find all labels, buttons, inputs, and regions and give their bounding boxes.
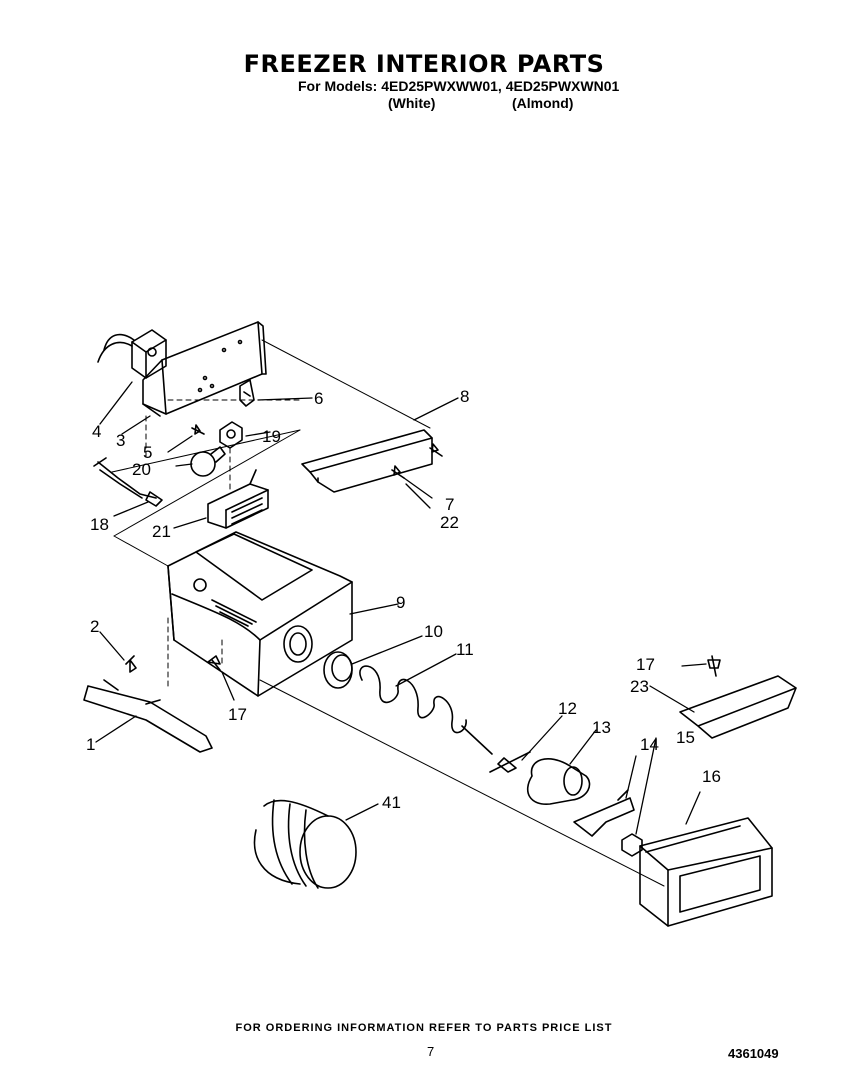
guide-lines (111, 339, 665, 887)
ice-feed-roller (253, 799, 357, 889)
cross-bar (489, 751, 531, 773)
callout-1: 1 (86, 735, 95, 754)
phantom-lines (145, 399, 301, 691)
defrost-timer (97, 329, 167, 379)
auger-spring (359, 665, 493, 755)
callout-15: 15 (676, 728, 695, 747)
callout-11: 11 (456, 640, 474, 659)
variant-almond: (Almond) (512, 95, 574, 111)
trim-strip (679, 675, 797, 739)
screw (207, 655, 221, 671)
callout-20: 20 (132, 460, 151, 479)
callout-12: 12 (558, 699, 577, 718)
screw (391, 465, 405, 479)
callout-17-left: 17 (228, 705, 247, 724)
light-bulb (190, 446, 226, 477)
callout-18: 18 (90, 515, 109, 534)
callout-10: 10 (424, 622, 443, 641)
wire-harness (93, 457, 163, 507)
light-shield (207, 469, 269, 529)
callout-16: 16 (702, 767, 721, 786)
page-number: 7 (427, 1044, 435, 1059)
auger-blade (526, 758, 591, 805)
leader-lines (95, 381, 707, 835)
callout-2: 2 (90, 617, 99, 636)
ice-bin-housing (167, 531, 353, 697)
variant-white: (White) (388, 95, 436, 111)
front-plate (639, 817, 773, 927)
callout-41: 41 (382, 793, 401, 812)
callout-23: 23 (630, 677, 649, 696)
callout-7: 7 (445, 495, 454, 514)
callout-22: 22 (440, 513, 459, 532)
callout-labels: 4 3 5 20 18 21 6 19 8 7 22 9 10 11 2 17 … (86, 387, 721, 812)
callout-14: 14 (640, 735, 659, 754)
ordering-note: FOR ORDERING INFORMATION REFER TO PARTS … (235, 1022, 613, 1034)
clip (239, 379, 255, 407)
callout-6: 6 (314, 389, 323, 408)
callout-21: 21 (152, 522, 171, 541)
callout-17-right: 17 (636, 655, 655, 674)
callout-9: 9 (396, 593, 405, 612)
screw (191, 424, 205, 435)
lamp-socket (219, 421, 243, 449)
callout-13: 13 (592, 718, 611, 737)
auger-shaft (83, 679, 213, 753)
model-numbers: For Models: 4ED25PWXWW01, 4ED25PWXWN01 (298, 78, 620, 94)
spacer (573, 789, 635, 837)
callout-5: 5 (143, 443, 152, 462)
screw (429, 443, 443, 457)
screw (707, 655, 721, 677)
document-number: 4361049 (728, 1046, 779, 1061)
callout-4: 4 (92, 422, 101, 441)
nut (621, 833, 643, 857)
callout-3: 3 (116, 431, 125, 450)
bracket-cover (301, 429, 433, 493)
mounting-bracket (142, 321, 267, 417)
bearing (323, 651, 353, 689)
callout-8: 8 (460, 387, 469, 406)
page-title: FREEZER INTERIOR PARTS (243, 50, 605, 78)
screw (125, 655, 137, 673)
callout-19: 19 (262, 427, 281, 446)
